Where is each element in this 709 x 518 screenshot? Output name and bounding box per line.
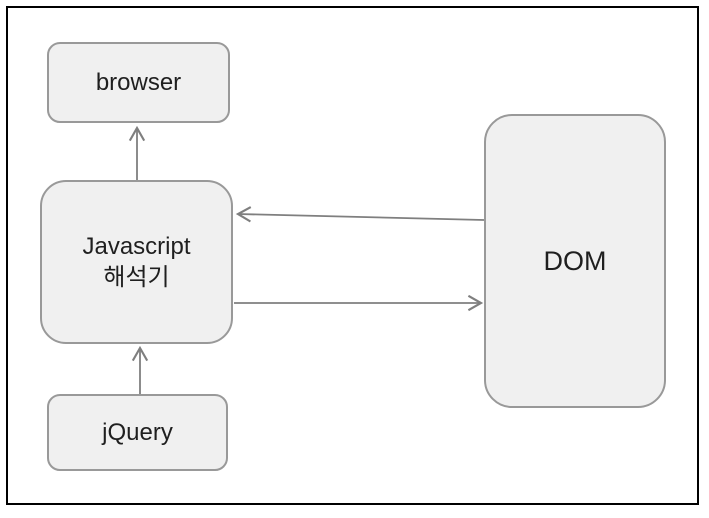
node-browser-label: browser <box>95 68 182 96</box>
node-jquery: jQuery <box>47 394 228 471</box>
node-browser: browser <box>47 42 230 123</box>
node-dom-label: DOM <box>543 245 607 276</box>
node-javascript-interpreter-label-line2: 해석기 <box>103 264 170 291</box>
node-jquery-label: jQuery <box>102 418 173 446</box>
node-dom: DOM <box>484 114 666 408</box>
node-javascript-interpreter-label-line1: Javascript <box>82 233 191 260</box>
node-javascript-interpreter: Javascript 해석기 <box>40 180 233 344</box>
diagram-border <box>6 6 699 505</box>
